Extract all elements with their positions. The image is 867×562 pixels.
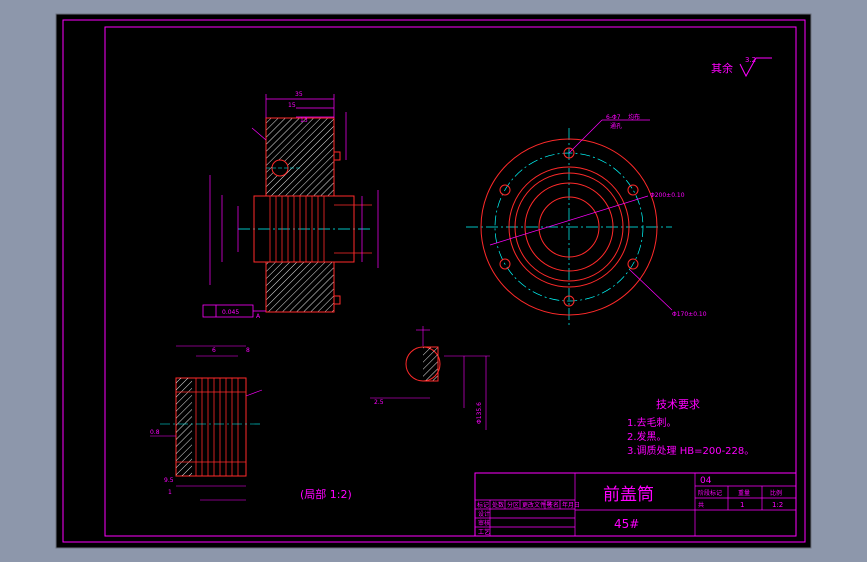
hole-pattern-note: 通孔 — [610, 122, 622, 130]
outer-border — [62, 19, 806, 543]
groove-detail: 2.5 Φ135.6 — [370, 326, 490, 430]
groove-dim-diameter: Φ135.6 — [476, 402, 483, 424]
header-cell-date: 年月日 — [562, 501, 580, 509]
hole-pattern-callout: 6-Φ7 — [606, 114, 621, 121]
attr-scale: 比例 — [770, 489, 782, 497]
datum-reference: A — [256, 313, 261, 320]
inner-frame — [104, 26, 797, 537]
section-view: 35 15 13 0.045 A — [202, 91, 379, 320]
material: 45# — [614, 517, 639, 531]
detail-dim-3: 0.8 — [150, 429, 160, 436]
detail-view: 6 8 0.8 1 9.5 (局部 1:2) — [150, 345, 352, 501]
bolt-holes — [499, 147, 639, 307]
detail-dim-2: 8 — [246, 347, 250, 354]
role-process: 工艺 — [478, 528, 490, 536]
bore-ring-4 — [538, 196, 600, 258]
header-cell-mark: 标记 — [477, 501, 489, 509]
groove-dimensions — [370, 326, 490, 430]
header-cell-zone: 分区 — [507, 501, 519, 509]
bore-ring-2 — [514, 172, 624, 282]
bore-ring-1 — [508, 166, 630, 288]
groove-dim-left: 2.5 — [374, 399, 384, 406]
tech-req-item-3: 3.调质处理 HB=200-228。 — [627, 445, 754, 457]
drawing-sheet — [55, 13, 812, 549]
datum-tolerance-frame: 0.045 A — [202, 304, 266, 320]
detail-dimensions — [150, 345, 263, 501]
section-dimensions — [209, 94, 379, 285]
detail-dim-5: 9.5 — [164, 477, 174, 484]
bore-ring-3 — [524, 182, 614, 272]
sheet-count: 1 — [740, 501, 744, 509]
attr-stage: 阶段标记 — [698, 489, 722, 497]
hole-pattern-suffix: 均布 — [628, 113, 640, 121]
thread-lines — [269, 196, 325, 262]
drawing-number: 04 — [700, 476, 712, 486]
flange-outer-circle — [480, 138, 658, 316]
datum-tolerance-value: 0.045 — [222, 309, 239, 316]
scale-value: 1:2 — [772, 501, 783, 509]
groove-cut — [423, 346, 439, 382]
title-block-frame — [474, 472, 797, 537]
sheet-total-label: 共 — [698, 501, 704, 509]
role-design: 设计 — [478, 510, 490, 518]
pcd-callout: Φ200±0.10 — [650, 192, 685, 199]
technical-requirements: 技术要求 1.去毛刺。 2.发黑。 3.调质处理 HB=200-228。 — [627, 398, 754, 457]
detail-hatch — [176, 378, 192, 476]
dim-overall-length: 35 — [295, 91, 303, 98]
header-cell-sign: 签名 — [547, 501, 559, 509]
dim-inner-length: 13 — [300, 117, 308, 124]
header-cell-change: 更改文件号 — [522, 501, 552, 509]
front-view: 6-Φ7 均布 通孔 Φ200±0.10 Φ170±0.10 — [466, 113, 707, 326]
roughness-note: 其余 3.2 — [711, 56, 772, 78]
title-block-grid — [475, 473, 796, 536]
detail-thread-lines — [176, 378, 246, 476]
detail-scale-label: (局部 1:2) — [300, 487, 352, 501]
roughness-value: 3.2 — [745, 56, 756, 64]
roughness-note-text: 其余 — [711, 61, 733, 75]
tech-req-title: 技术要求 — [656, 398, 700, 411]
part-name: 前盖筒 — [603, 485, 654, 505]
title-block: 标记 处数 分区 更改文件号 签名 年月日 设计 审核 工艺 前盖筒 45# 0… — [474, 472, 797, 537]
attr-weight: 重量 — [738, 489, 750, 497]
role-review: 审核 — [478, 519, 490, 527]
front-leaders — [489, 119, 673, 311]
tech-req-item-2: 2.发黑。 — [627, 430, 667, 443]
header-cell-count: 处数 — [492, 501, 504, 509]
tech-req-item-1: 1.去毛刺。 — [627, 417, 677, 429]
bore-outline — [253, 195, 355, 263]
bore-circle-callout: Φ170±0.10 — [672, 311, 707, 318]
dim-step-length: 15 — [288, 102, 296, 109]
roughness-symbol — [739, 57, 772, 78]
detail-dim-1: 6 — [212, 347, 216, 354]
detail-dim-4: 1 — [168, 489, 172, 496]
